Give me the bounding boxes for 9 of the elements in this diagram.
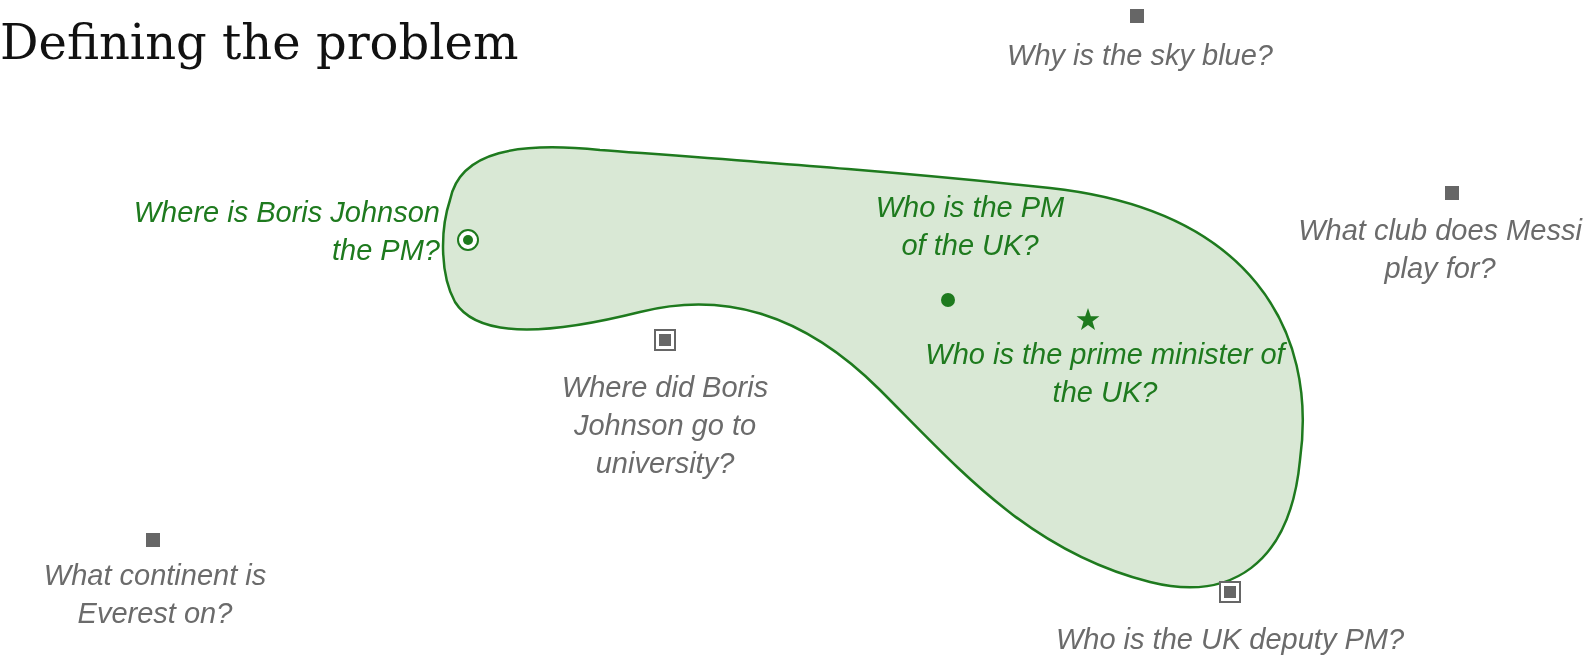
question-text: What continent is Everest on? <box>42 558 268 631</box>
question-text: Where is Boris Johnson the PM? <box>132 195 440 268</box>
title: Defining the problem <box>0 14 519 70</box>
question-text: Who is the prime minister of the UK? <box>924 337 1288 410</box>
question-text: Why is the sky blue? <box>1006 38 1274 73</box>
question-text: Where did Boris Johnson go to university? <box>560 370 770 481</box>
question-text: Who is the UK deputy PM? <box>1054 622 1406 657</box>
question-text: Who is the PM of the UK? <box>874 190 1066 263</box>
question-text: What club does Messi play for? <box>1297 213 1584 286</box>
